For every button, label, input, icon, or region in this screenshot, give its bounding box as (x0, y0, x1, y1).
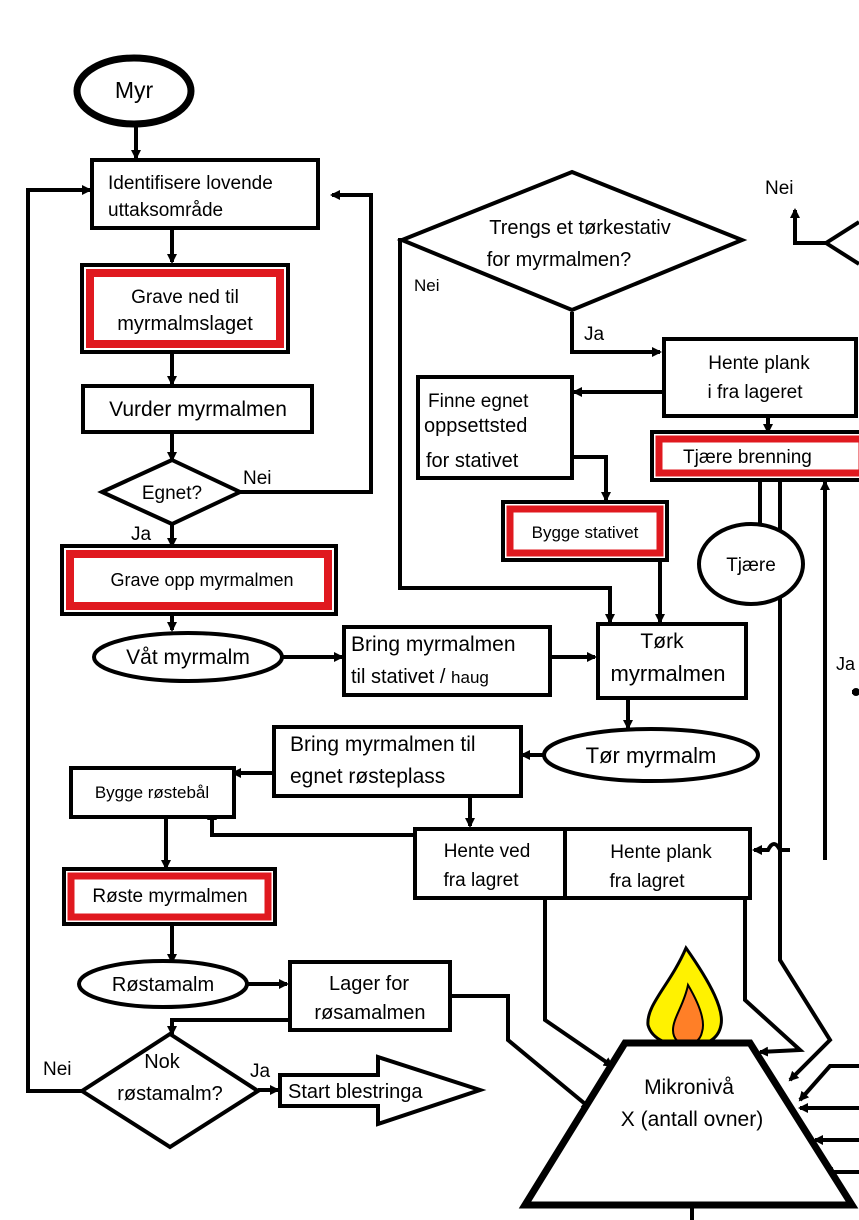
enough-ore-label-2: røstamalm? (117, 1083, 223, 1105)
find-site-box (416, 375, 574, 480)
bring-to-roast-box (272, 725, 523, 798)
wet-ore-label: Våt myrmalm (126, 646, 250, 669)
dig-up-label: Grave opp myrmalmen (110, 570, 293, 590)
identify-area-label-2: uttaksområde (108, 200, 223, 221)
dry-ore-box (596, 622, 748, 700)
suitable-label: Egnet? (142, 483, 202, 504)
start-node-myr (73, 54, 195, 128)
assess-ore-label: Vurder myrmalmen (109, 398, 287, 421)
top-right-no-label: Nei (765, 178, 794, 199)
need-rack-label-1: Trengs et tørkestativ (489, 217, 671, 239)
bring-to-rack-label-2a: til stativet / (351, 666, 451, 688)
suitable-yes-label: Ja (131, 524, 152, 545)
wet-ore-node (92, 631, 284, 683)
tar-node (697, 522, 805, 606)
dry-ore-node (542, 727, 760, 783)
build-fire-box (69, 766, 236, 819)
enough-ore-yes-label: Ja (250, 1061, 271, 1082)
suitable-no-label: Nei (243, 468, 272, 489)
roast-ore-label: Røste myrmalmen (92, 886, 247, 907)
start-bloomery-arrow (278, 1054, 487, 1127)
find-site-label-3: for stativet (426, 450, 519, 472)
enough-ore-no-label: Nei (43, 1059, 72, 1080)
bring-to-rack-label-1: Bring myrmalmen (351, 633, 516, 656)
find-site-label-2: oppsettsted (424, 415, 527, 437)
micro-level-label-2: X (antall ovner) (621, 1108, 763, 1131)
furnace-shape (518, 1039, 859, 1209)
fetch-plank-label-1: Hente plank (708, 353, 810, 374)
need-rack-no-label: Nei (414, 276, 440, 295)
need-rack-label-2: for myrmalmen? (487, 249, 631, 271)
enough-ore-label-1: Nok (144, 1051, 181, 1073)
find-site-label-1: Finne egnet (428, 391, 529, 412)
fetch-plank-2-label-2: fra lagret (610, 871, 686, 892)
enough-ore-decision (78, 1031, 262, 1150)
tar-burning-label: Tjære brenning (683, 447, 812, 468)
tar-label: Tjære (726, 555, 776, 576)
assess-ore-box (81, 384, 314, 434)
dry-ore-label-2: myrmalmen (611, 661, 726, 686)
fetch-wood-label-2: fra lagret (444, 870, 520, 891)
dry-ore-node-label: Tør myrmalm (586, 743, 717, 768)
dig-down-label-1: Grave ned til (131, 287, 239, 308)
build-rack-label: Bygge stativet (532, 523, 639, 542)
identify-area-box (90, 158, 320, 230)
roasted-ore-node (77, 959, 249, 1009)
dig-down-label-2: myrmalmslaget (117, 313, 253, 335)
micro-level-label-1: Mikronivå (644, 1076, 734, 1099)
fetch-wood-box (413, 827, 567, 900)
fetch-plank-box (662, 337, 858, 418)
storage-box (288, 960, 452, 1032)
right-yes-label: Ja (836, 654, 856, 674)
start-bloomery-label: Start blestringa (288, 1081, 423, 1103)
need-rack-yes-label: Ja (584, 324, 605, 345)
bring-to-rack-label-2b: haug (451, 668, 489, 687)
fetch-plank-2-box (563, 827, 752, 900)
need-rack-decision (396, 169, 748, 313)
identify-area-label-1: Identifisere lovende (108, 173, 273, 194)
dry-ore-label-1: Tørk (640, 630, 684, 653)
storage-label-2: røsamalmen (314, 1002, 425, 1024)
roasted-ore-label: Røstamalm (112, 974, 214, 996)
fetch-wood-label-1: Hente ved (444, 841, 531, 862)
bring-to-roast-label-1: Bring myrmalmen til (290, 733, 476, 756)
fetch-plank-label-2: i fra lageret (707, 382, 803, 403)
suitable-decision (97, 457, 245, 527)
build-fire-label: Bygge røstebål (95, 783, 209, 802)
bring-to-rack-label-2: til stativet / haug (351, 666, 489, 688)
storage-label-1: Lager for (329, 973, 409, 995)
bring-to-roast-label-2: egnet røsteplass (290, 765, 445, 788)
fetch-plank-2-label-1: Hente plank (610, 842, 712, 863)
myr-label: Myr (115, 77, 154, 103)
bring-to-rack-box (342, 625, 552, 697)
